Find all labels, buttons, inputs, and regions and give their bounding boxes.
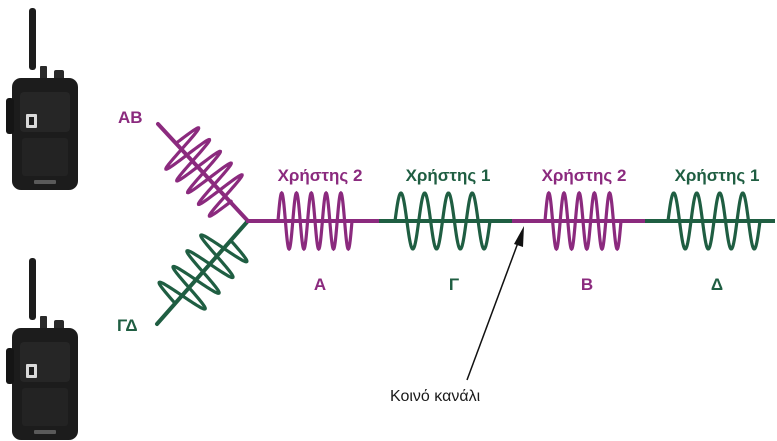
wave-g	[393, 191, 492, 251]
wave-d	[666, 191, 762, 251]
gd-wave	[157, 233, 249, 311]
segment-letter: Β	[581, 275, 593, 294]
wave-b	[543, 190, 623, 252]
segment-user-label: Χρήστης 1	[675, 166, 760, 185]
segment-letter: Α	[314, 275, 326, 294]
ab-wave	[164, 126, 244, 218]
walkie-talkie-icon	[6, 8, 78, 190]
segment-letter: Γ	[449, 275, 459, 294]
wave-a	[276, 190, 354, 252]
ab-label: ΑΒ	[118, 108, 143, 127]
segment-user-label: Χρήστης 2	[542, 166, 627, 185]
walkie-talkie-icon	[6, 258, 78, 440]
segment-user-label: Χρήστης 1	[406, 166, 491, 185]
annotation-arrow	[466, 226, 524, 381]
segment-user-label: Χρήστης 2	[278, 166, 363, 185]
gd-label: ΓΔ	[117, 316, 138, 335]
annotation-label: Κοινό κανάλι	[390, 388, 481, 405]
segment-letter: Δ	[711, 275, 723, 294]
